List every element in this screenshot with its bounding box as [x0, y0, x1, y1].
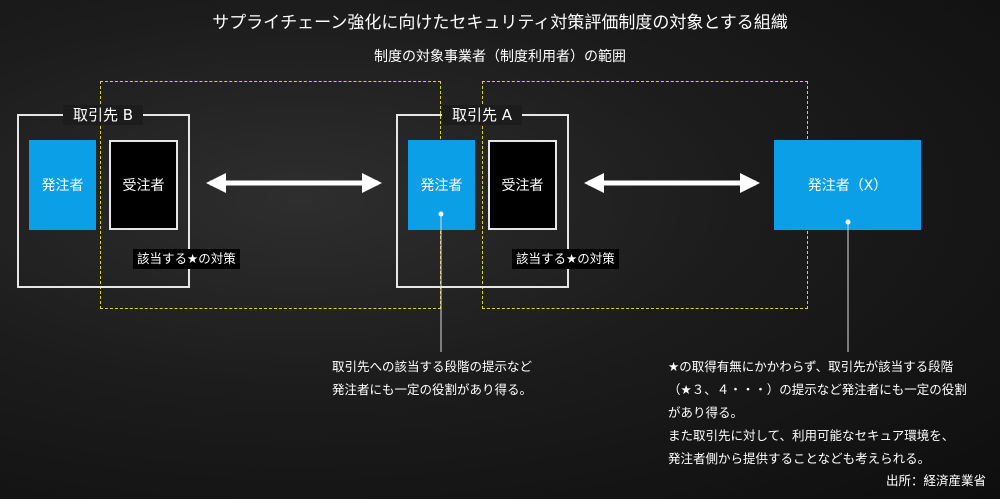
- group-a-receiving-label: 受注者: [501, 178, 544, 194]
- group-a-label: 取引先 A: [442, 105, 523, 125]
- orderer-x-box: 発注者（X）: [774, 140, 921, 230]
- group-b-receiving-label: 受注者: [122, 178, 165, 194]
- note-right-line: ★の取得有無にかかわらず、取引先が該当する段階: [668, 359, 954, 374]
- note-right: ★の取得有無にかかわらず、取引先が該当する段階 （★３、４・・・）の提示など発注…: [668, 355, 967, 470]
- group-a-receiving-box: 受注者: [488, 140, 557, 230]
- diagram-subtitle: 制度の対象事業者（制度利用者）の範囲: [374, 49, 626, 65]
- note-right-line: があり得る。: [668, 405, 744, 420]
- group-b-ordering-box: 発注者: [29, 140, 96, 230]
- diagram-title: サプライチェーン強化に向けたセキュリティ対策評価制度の対象とする組織: [212, 13, 788, 33]
- group-b-frame: 取引先 B: [17, 105, 190, 288]
- source-credit: 出所：経済産業省: [885, 473, 986, 488]
- leader-dot-x: [845, 219, 851, 225]
- note-left: 取引先への該当する段階の提示など 発注者にも一定の役割があり得る。: [332, 355, 532, 401]
- note-right-line: 発注者側から提供することなども考えられる。: [668, 451, 931, 466]
- leader-dot-a: [438, 211, 444, 217]
- group-b-badge: 該当する★の対策: [133, 249, 240, 269]
- note-left-line: 取引先への該当する段階の提示など: [332, 359, 533, 374]
- note-right-line: （★３、４・・・）の提示など発注者にも一定の役割: [668, 382, 967, 397]
- group-a-badge: 該当する★の対策: [512, 249, 619, 269]
- group-b-receiving-box: 受注者: [109, 140, 178, 230]
- group-b-label: 取引先 B: [63, 105, 144, 125]
- note-left-line: 発注者にも一定の役割があり得る。: [332, 382, 533, 397]
- orderer-x-label: 発注者（X）: [807, 178, 888, 194]
- group-a-frame: 取引先 A: [396, 105, 569, 288]
- group-a-ordering-label: 発注者: [420, 178, 463, 194]
- group-b-ordering-label: 発注者: [41, 178, 84, 194]
- note-right-line: また取引先に対して、利用可能なセキュア環境を、: [668, 428, 955, 443]
